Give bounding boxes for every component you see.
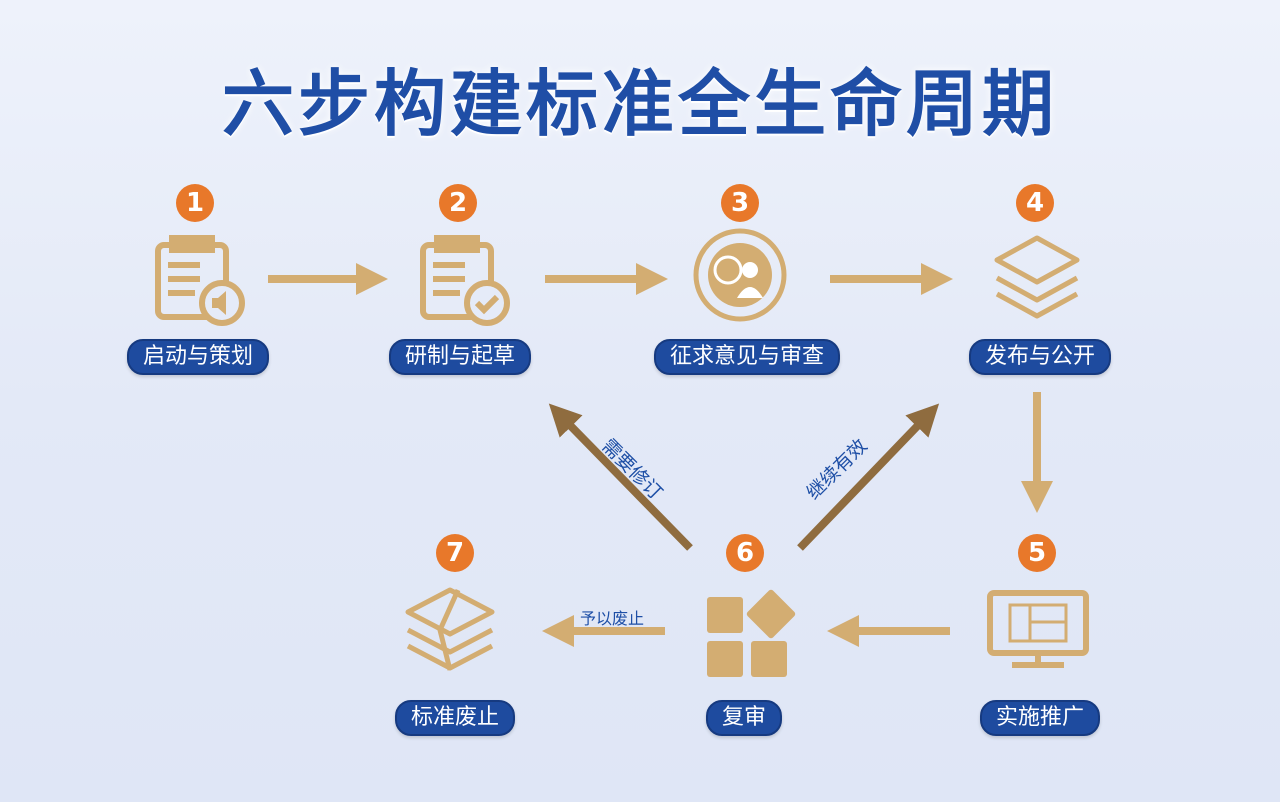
monitor-icon: [987, 590, 1089, 668]
clipboard-check-icon: [420, 235, 510, 326]
layers-icon: [994, 235, 1080, 319]
clipboard-speaker-icon: [155, 235, 245, 326]
step-3-label: 征求意见与审查: [653, 339, 841, 375]
step-6-label: 复审: [705, 700, 783, 736]
step-7-label: 标准废止: [394, 700, 516, 736]
step-1-label: 启动与策划: [126, 339, 270, 375]
arrow-6-2: [548, 403, 693, 551]
step-4-badge: 4: [1016, 184, 1054, 222]
step-5-label: 实施推广: [979, 700, 1101, 736]
step-1-badge: 1: [176, 184, 214, 222]
step-2-badge: 2: [439, 184, 477, 222]
step-7-badge: 7: [436, 534, 474, 572]
page-title: 六步构建标准全生命周期: [221, 62, 1058, 146]
step-2-label: 研制与起草: [388, 339, 532, 375]
clock-user-icon: [693, 228, 787, 322]
arrow-6-4: [797, 403, 940, 551]
broken-layers-icon: [405, 587, 495, 671]
blocks-icon: [707, 589, 796, 677]
step-6-badge: 6: [726, 534, 764, 572]
step-3-badge: 3: [721, 184, 759, 222]
arrow-label-abolish: 予以废止: [580, 609, 645, 628]
step-5-badge: 5: [1018, 534, 1056, 572]
step-4-label: 发布与公开: [968, 339, 1112, 375]
